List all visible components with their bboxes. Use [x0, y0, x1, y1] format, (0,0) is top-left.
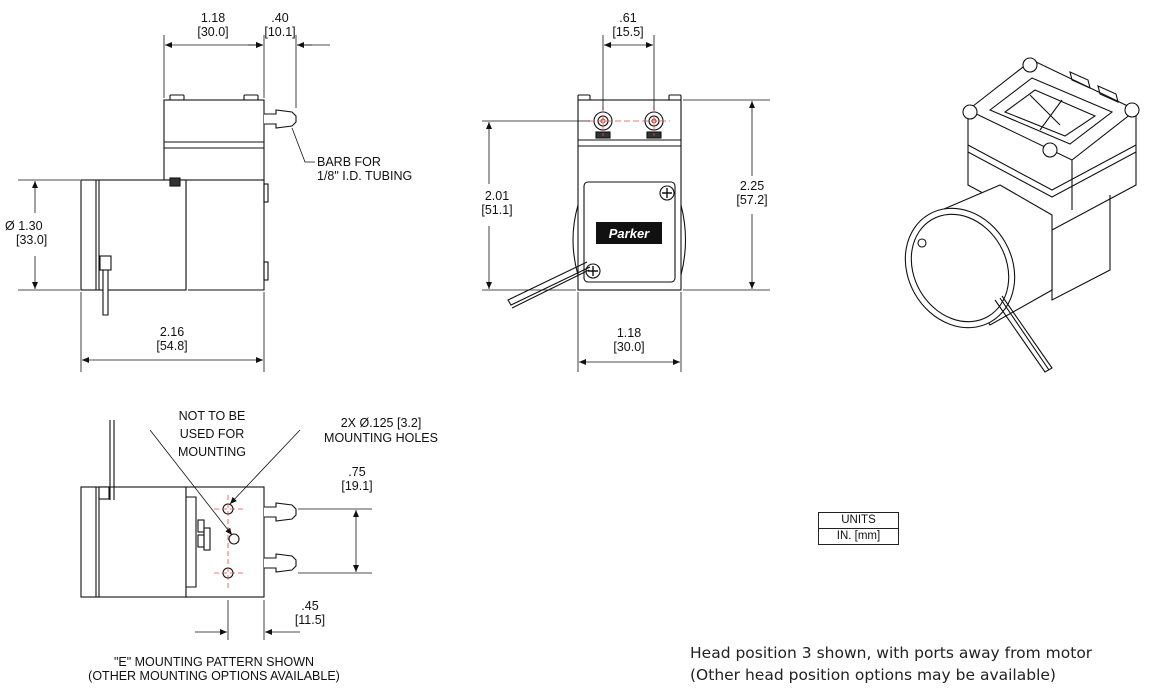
caption-line1: Head position 3 shown, with ports away f…	[690, 644, 1093, 662]
isometric-motor-cap	[904, 207, 1016, 329]
barb-note-line1: BARB FOR	[317, 155, 381, 169]
bottom-motor	[80, 486, 187, 598]
dim-hole-offset-mm: [11.5]	[295, 613, 325, 627]
mounting-holes-line2: MOUNTING HOLES	[324, 431, 438, 445]
dim-side-length: 2.16	[160, 325, 184, 339]
side-view	[18, 35, 330, 372]
dim-hole-offset: .45	[301, 599, 318, 613]
pattern-note-line2: (OTHER MOUNTING OPTIONS AVAILABLE)	[88, 669, 340, 683]
dim-port-spacing: .61	[619, 11, 636, 25]
dim-port-spacing-mm: [15.5]	[612, 25, 643, 39]
not-for-mounting-line3: MOUNTING	[178, 445, 246, 459]
barb-note-line2: 1/8" I.D. TUBING	[317, 169, 412, 183]
dim-total-height-mm: [57.2]	[736, 193, 767, 207]
front-view-labels: Parker .61 [15.5] 2.01 [51.1] 2.25 [57.2…	[481, 11, 767, 354]
figure-caption: Head position 3 shown, with ports away f…	[690, 642, 1092, 686]
side-motor	[80, 179, 187, 291]
side-wire	[102, 258, 109, 316]
side-pump-head	[163, 99, 265, 181]
bottom-wire	[109, 420, 115, 500]
dim-total-height: 2.25	[740, 179, 764, 193]
dim-front-width: 1.18	[617, 326, 641, 340]
dim-barb-length-mm: [10.1]	[264, 25, 295, 39]
dim-motor-diameter-mm: [33.0]	[16, 233, 47, 247]
dim-hole-spacing-mm: [19.1]	[341, 479, 372, 493]
dim-barb-length: .40	[271, 11, 288, 25]
front-view	[482, 35, 770, 372]
bottom-view	[80, 420, 372, 640]
side-barb	[264, 109, 297, 129]
isometric-view	[904, 57, 1140, 373]
units-value: IN. [mm]	[819, 528, 898, 544]
parker-logo: Parker	[596, 222, 662, 244]
dim-side-length-mm: [54.8]	[156, 339, 187, 353]
units-table: UNITS IN. [mm]	[818, 512, 899, 545]
dim-motor-diameter: Ø 1.30	[5, 219, 43, 233]
front-wires	[507, 261, 591, 309]
dim-hole-spacing: .75	[348, 465, 365, 479]
side-view-labels: 1.18 [30.0] .40 [10.1] BARB FOR 1/8" I.D…	[5, 11, 412, 353]
mounting-holes-line1: 2X Ø.125 [3.2]	[341, 416, 422, 430]
not-for-mounting-line1: NOT TO BE	[179, 409, 246, 423]
caption-line2: (Other head position options may be avai…	[690, 666, 1056, 684]
pattern-note-line1: "E" MOUNTING PATTERN SHOWN	[114, 655, 314, 669]
dim-side-width: 1.18	[201, 11, 225, 25]
not-for-mounting-hole	[228, 533, 240, 545]
dim-side-width-mm: [30.0]	[197, 25, 228, 39]
not-for-mounting-line2: USED FOR	[180, 427, 245, 441]
units-header: UNITS	[841, 514, 876, 526]
svg-text:Parker: Parker	[609, 226, 650, 241]
dim-port-height-mm: [51.1]	[481, 203, 512, 217]
dim-port-height: 2.01	[485, 189, 509, 203]
dim-front-width-mm: [30.0]	[613, 340, 644, 354]
bottom-view-labels: NOT TO BE USED FOR MOUNTING 2X Ø.125 [3.…	[88, 409, 438, 683]
